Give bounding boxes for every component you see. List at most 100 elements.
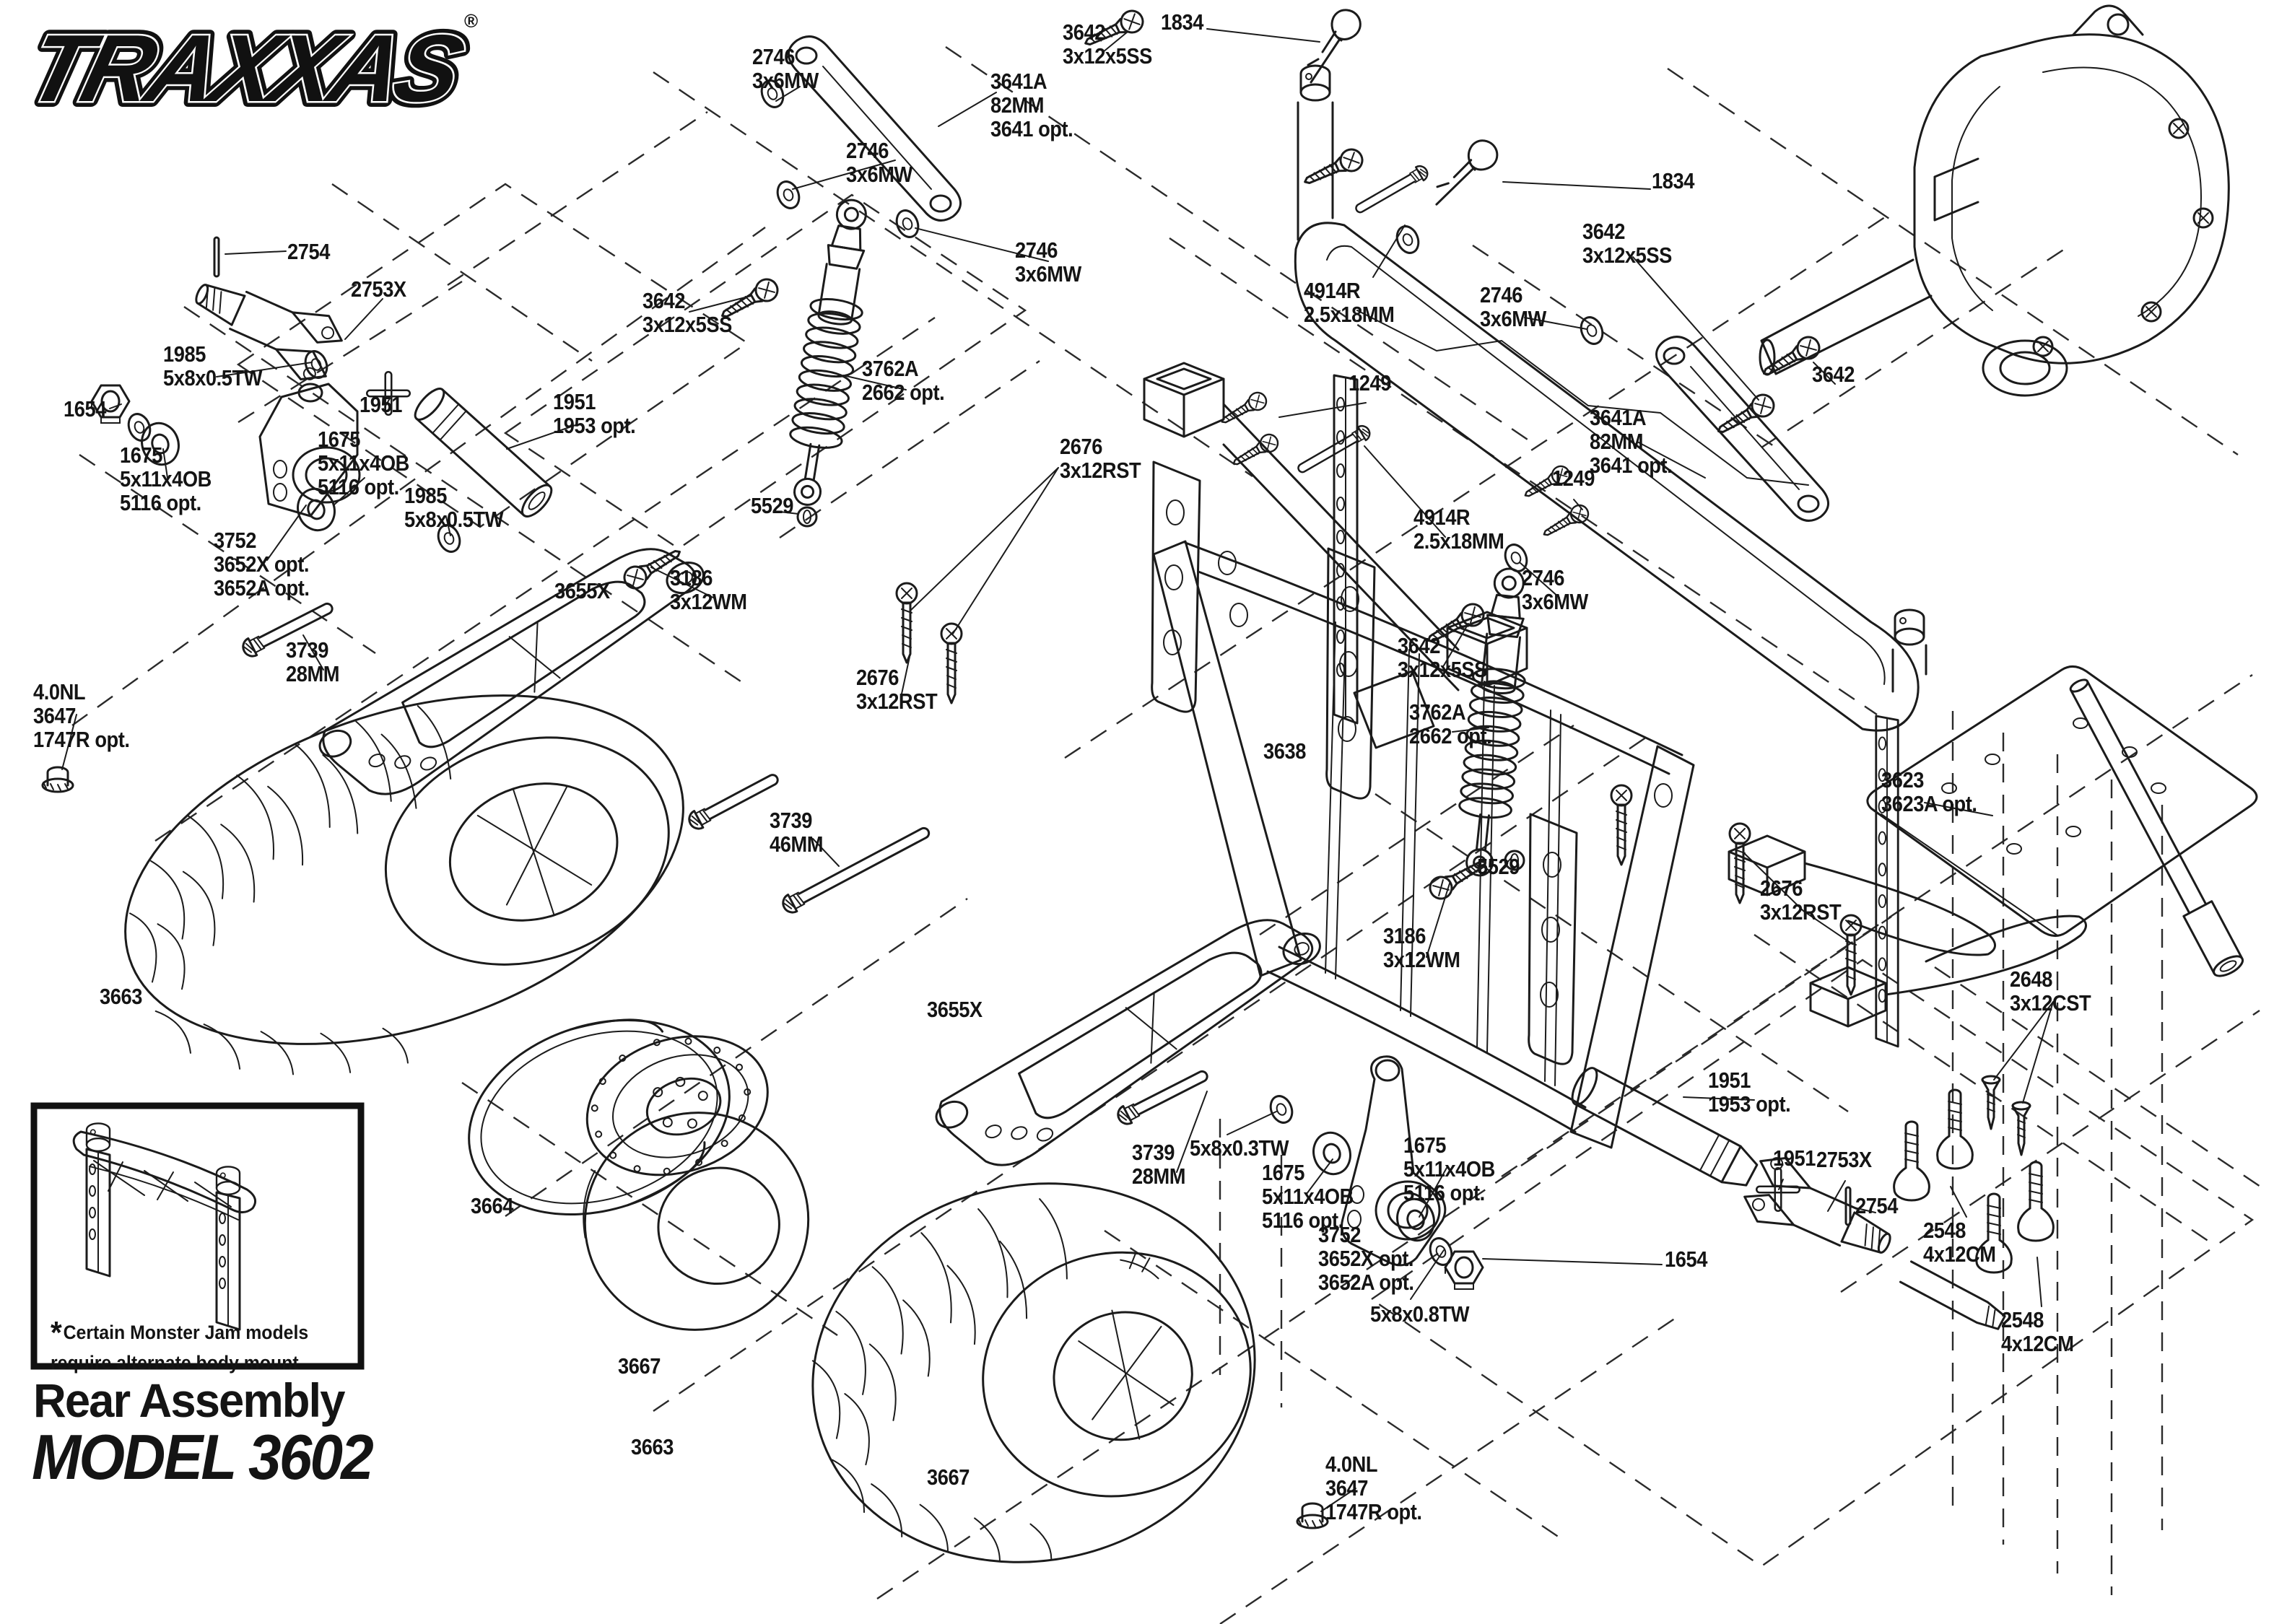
part-label: 3664 [471,1193,513,1218]
page-title: Rear Assembly [33,1374,345,1427]
inset-note-text: Certain Monster Jam models require alter… [51,1322,309,1374]
part-label: 3655X [554,578,610,603]
body-mount-4914r [1143,362,1578,1065]
part-label: 1654 [1665,1247,1707,1272]
stub-axle-yoke-left [195,284,343,380]
part-label: 3663 [100,984,142,1009]
part-label: 2746 3x6MW [1480,282,1546,332]
part-label: 1985 5x8x0.5TW [404,483,504,533]
part-label: 3752 3652X opt. 3652A opt. [214,528,310,601]
axle-carrier-right [1341,1055,1447,1267]
tire-3663-left [124,694,684,1075]
part-label: 5x8x0.8TW [1370,1301,1470,1327]
part-label: 3641A 82MM 3641 opt. [1590,405,1673,479]
bulkhead-3638 [1152,540,1695,1149]
part-label: 3623 3623A opt. [1881,767,1977,817]
dashed-guide-lines [71,46,2268,1624]
part-label: 3752 3652X opt. 3652A opt. [1318,1222,1414,1296]
part-label: 2754 [1855,1193,1898,1218]
part-label: 3642 [1812,362,1855,387]
part-label: 3762A 2662 opt. [1409,699,1492,749]
part-label: 1951 1953 opt. [1708,1068,1791,1117]
wheel-3664 [468,1018,769,1215]
skid-plate-3623 [1728,665,2258,1028]
inset-note: *Certain Monster Jam models require alte… [51,1315,316,1374]
part-label: 1249 [1552,466,1595,491]
part-label: 3186 3x12WM [670,565,747,615]
part-label: 3667 [927,1464,970,1490]
registered-trademark: ® [464,10,479,32]
part-label: 1249 [1349,370,1391,396]
part-label: 1675 5x11x4OB 5116 opt. [318,427,409,500]
part-label: 4.0NL 3647 1747R opt. [33,679,130,753]
halfshaft-right [1571,1067,1759,1187]
part-label: 1675 5x11x4OB 5116 opt. [120,442,212,516]
driveshaft-right [2069,678,2244,977]
part-label: 4914R 2.5x18MM [1413,505,1504,554]
traxxas-logo: TRAXXAS TRAXXAS [13,10,479,128]
stub-axle-yoke-right [1743,1157,1891,1254]
link-3641a-left [788,35,962,222]
threaded-axle-right [1899,1260,2006,1330]
alternate-body-mount-art [72,1122,257,1331]
part-label: 2548 4x12CM [1923,1218,1996,1267]
part-label: 3641A 82MM 3641 opt. [990,69,1073,142]
shock-rod-end-left [796,506,818,528]
part-label: 1834 [1161,9,1203,35]
part-label: 1654 [64,396,106,422]
part-label: 2676 3x12RST [856,665,938,715]
part-label: 3739 28MM [1132,1140,1186,1189]
part-label: 3667 [618,1353,661,1379]
model-number: MODEL 3602 [32,1421,374,1493]
inset-box [30,1102,365,1370]
part-label: 4914R 2.5x18MM [1304,278,1395,328]
part-label: 2548 4x12CM [2001,1307,2074,1357]
part-label: 1951 [360,392,402,417]
traxxas-logo-text: TRAXXAS [18,16,474,122]
part-label: 5529 [751,493,793,518]
link-3641a-right [1655,336,1829,522]
part-label: 1951 [1773,1145,1816,1171]
part-label: 2676 3x12RST [1760,876,1842,925]
part-label: 3663 [631,1434,674,1459]
part-label: 2746 3x6MW [846,138,912,188]
part-label: 2746 3x6MW [1015,237,1081,287]
shock-rod-end-right [1504,850,1525,871]
part-label: 2746 3x6MW [752,44,819,94]
part-label: 3638 [1263,738,1306,764]
part-label: 3655X [927,997,983,1022]
part-label: 3739 28MM [286,637,340,687]
part-label: 3642 3x12x5SS [1582,219,1672,269]
part-label: 3642 3x12x5SS [642,288,732,338]
part-label: 3642 3x12x5SS [1063,19,1152,69]
body-mount-bracket [1294,9,1927,1048]
part-label: 2754 [287,239,330,264]
tire-foam-3667 [583,1112,810,1331]
part-label: 2753X [1816,1147,1872,1172]
part-label: 3642 3x12x5SS [1398,633,1487,683]
pin-2754-left [213,236,220,278]
part-label: 5x8x0.3TW [1190,1135,1289,1161]
part-label: 1834 [1652,168,1694,193]
part-label: 3186 3x12WM [1383,923,1460,973]
tire-3663-bottom [811,1182,1256,1563]
part-label: 4.0NL 3647 1747R opt. [1325,1451,1422,1525]
footnote-asterisk: * [51,1315,62,1350]
part-label: 5529 [1477,854,1520,879]
part-label: 2746 3x6MW [1522,565,1588,615]
part-label: 3762A 2662 opt. [862,356,945,406]
part-label: 3739 46MM [770,808,824,857]
part-label: 1675 5x11x4OB 5116 opt. [1262,1160,1354,1234]
part-label: 2648 3x12CST [2010,966,2091,1016]
traxxas-logo-text-outline: TRAXXAS [18,16,474,122]
transmission-gearbox [1759,4,2230,397]
part-label: 2676 3x12RST [1060,434,1141,484]
part-label: 1951 1953 opt. [553,389,636,439]
part-label: 1985 5x8x0.5TW [163,341,263,391]
halfshaft-left [414,388,553,518]
part-label: 2753X [351,276,406,302]
part-label: 1675 5x11x4OB 5116 opt. [1403,1132,1495,1206]
shock-absorber-left [778,195,881,510]
